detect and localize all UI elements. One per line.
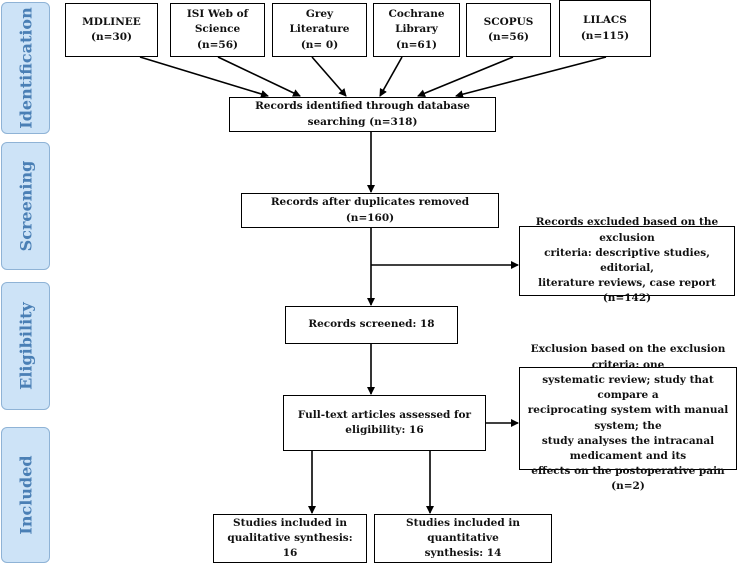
arrow-mdlinee xyxy=(139,56,269,98)
source-grey-label: Grey Literature (n= 0) xyxy=(289,8,350,51)
records-after-duplicates-text: Records after duplicates removed (n=160) xyxy=(270,196,470,224)
fulltext-exclusion-text: Exclusion based on the exclusion criteri… xyxy=(527,343,729,493)
records-identified-box: Records identified through database sear… xyxy=(229,97,496,132)
phase-included: Included xyxy=(1,427,50,563)
source-mdlinee-name: MDLINEE xyxy=(82,15,141,28)
source-scopus: SCOPUS (n=56) xyxy=(466,3,551,57)
fulltext-assessed-text: Full-text articles assessed for eligibil… xyxy=(297,408,472,436)
records-excluded-criteria-box: Records excluded based on the exclusion … xyxy=(519,216,735,304)
source-mdlinee-count: (n=30) xyxy=(91,31,132,43)
source-lilacs-name: LILACS xyxy=(583,14,627,27)
fulltext-exclusion-box: Exclusion based on the exclusion criteri… xyxy=(519,343,737,492)
qualitative-synthesis-text: Studies included in qualitative synthesi… xyxy=(227,516,353,560)
arrow-lilacs xyxy=(455,56,607,99)
fulltext-assessed-box: Full-text articles assessed for eligibil… xyxy=(283,395,486,451)
phase-eligibility: Eligibility xyxy=(1,282,50,410)
arrow-scopus xyxy=(417,56,514,98)
arrow-cochrane xyxy=(379,56,403,97)
qualitative-synthesis-box: Studies included in qualitative synthesi… xyxy=(213,514,367,563)
records-screened-box: Records screened: 18 xyxy=(285,306,458,344)
source-cochrane-label: Cochrane Library (n=61) xyxy=(388,8,445,51)
quantitative-synthesis-text: Studies included in quantitative synthes… xyxy=(406,516,520,560)
source-isi-label: ISI Web of Science (n=56) xyxy=(186,8,249,51)
records-after-duplicates-box: Records after duplicates removed (n=160) xyxy=(241,193,499,228)
source-isi-web-of-science: ISI Web of Science (n=56) xyxy=(170,3,265,57)
source-lilacs-count: (n=115) xyxy=(580,29,630,42)
source-grey-literature: Grey Literature (n= 0) xyxy=(272,3,367,57)
source-scopus-count: (n=56) xyxy=(488,31,529,43)
records-identified-text: Records identified through database sear… xyxy=(255,100,470,128)
phase-identification: Identification xyxy=(1,2,50,134)
records-screened-text: Records screened: 18 xyxy=(308,318,435,331)
source-mdlinee: MDLINEE (n=30) xyxy=(65,3,158,57)
source-scopus-name: SCOPUS xyxy=(483,15,534,28)
quantitative-synthesis-box: Studies included in quantitative synthes… xyxy=(374,514,552,563)
records-excluded-criteria-text: Records excluded based on the exclusion … xyxy=(535,216,719,305)
arrow-isi xyxy=(217,56,301,97)
phase-screening: Screening xyxy=(1,142,50,270)
source-cochrane-library: Cochrane Library (n=61) xyxy=(373,3,460,57)
arrow-grey xyxy=(311,56,347,97)
